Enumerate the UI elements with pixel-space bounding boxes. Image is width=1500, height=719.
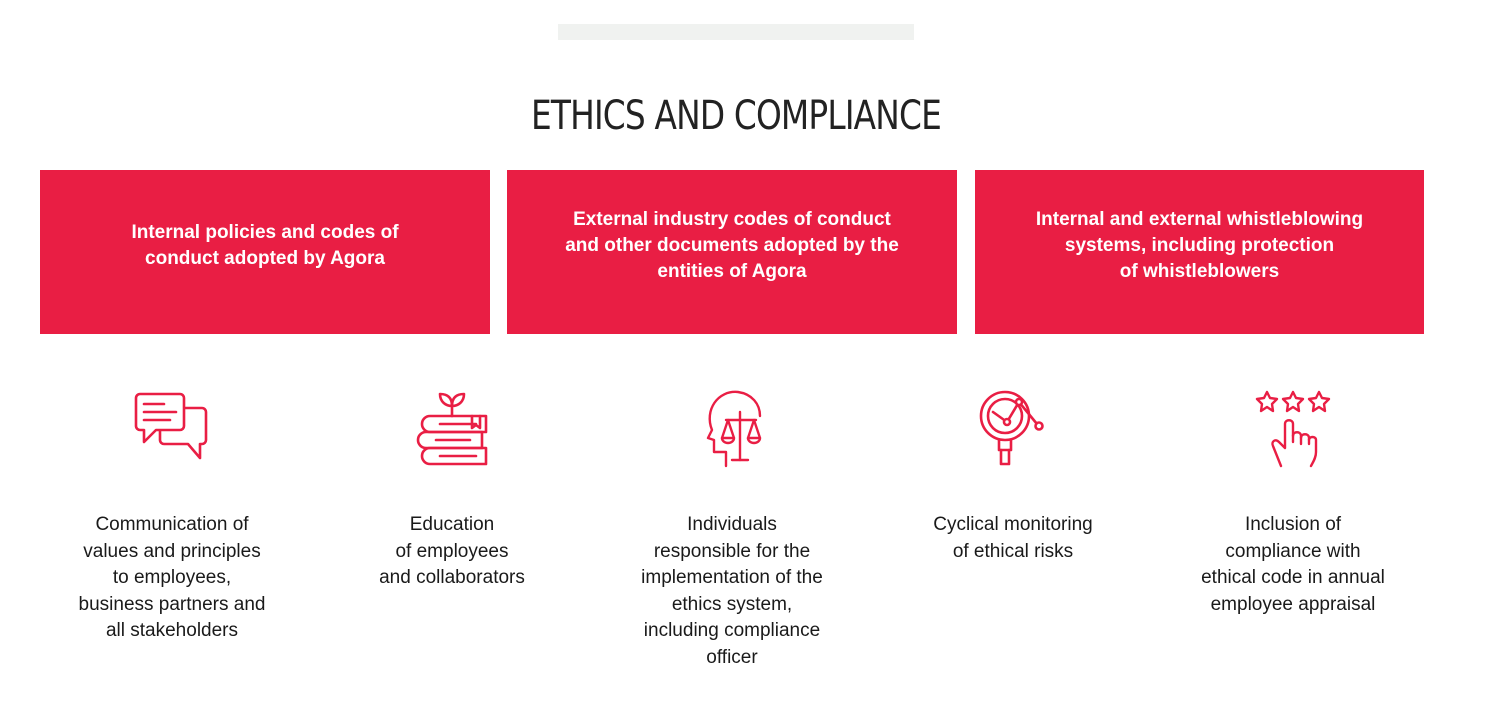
box-line: of whistleblowers: [1119, 261, 1280, 282]
item-line: ethical code in annual: [1201, 567, 1385, 588]
box-line: and other documents adopted by the: [565, 235, 899, 256]
box-line: External industry codes of conduct: [573, 209, 891, 230]
page-title: ETHICS AND COMPLIANCE: [530, 92, 942, 139]
item-line: all stakeholders: [105, 620, 239, 641]
item-education: Education of employees and collaborators: [337, 386, 567, 592]
item-line: of ethical risks: [952, 540, 1074, 562]
hand-stars-icon: [1251, 386, 1335, 470]
policy-box-external: External industry codes of conduct and o…: [507, 170, 957, 334]
box-line: conduct adopted by Agora: [145, 248, 385, 269]
head-scales-icon: [690, 386, 774, 470]
item-line: compliance with: [1225, 540, 1361, 562]
item-line: officer: [706, 646, 758, 668]
item-line: Cyclical monitoring: [933, 514, 1093, 535]
item-line: responsible for the: [653, 540, 811, 562]
item-line: business partners and: [78, 593, 266, 615]
top-band: [558, 24, 914, 40]
box-line: entities of Agora: [657, 261, 807, 282]
box-line: Internal policies and codes of: [131, 222, 399, 243]
books-plant-icon: [410, 386, 494, 470]
item-monitoring: Cyclical monitoring of ethical risks: [898, 386, 1128, 565]
item-line: including compliance: [643, 620, 821, 641]
speech-bubbles-icon: [130, 386, 214, 470]
magnifier-chart-icon: [971, 386, 1055, 470]
policy-box-internal: Internal policies and codes of conduct a…: [40, 170, 490, 334]
item-line: Individuals: [687, 514, 777, 535]
item-line: implementation of the: [641, 567, 823, 588]
item-appraisal: Inclusion of compliance with ethical cod…: [1178, 386, 1408, 618]
policy-box-whistleblowing: Internal and external whistleblowing sys…: [975, 170, 1424, 334]
item-line: Communication of: [95, 514, 249, 535]
item-line: Education: [409, 514, 495, 535]
box-line: Internal and external whistleblowing: [1035, 209, 1364, 230]
item-line: Inclusion of: [1244, 514, 1342, 535]
item-line: ethics system,: [671, 593, 793, 615]
item-line: values and principles: [83, 540, 261, 562]
box-line: systems, including protection: [1064, 235, 1335, 256]
item-line: and collaborators: [379, 567, 525, 588]
item-line: to employees,: [112, 567, 232, 588]
item-individuals: Individuals responsible for the implemen…: [617, 386, 847, 671]
item-communication: Communication of values and principles t…: [57, 386, 287, 645]
item-line: of employees: [395, 540, 509, 562]
item-line: employee appraisal: [1210, 593, 1376, 615]
